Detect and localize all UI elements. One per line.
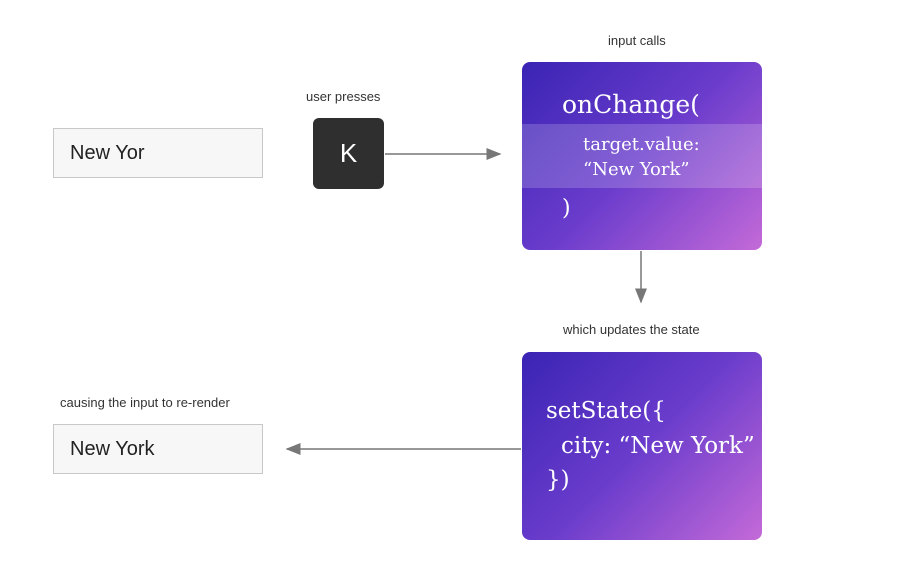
setstate-line-3: }): [546, 467, 570, 493]
setstate-line-1: setState({: [546, 398, 666, 424]
onchange-line-1: onChange(: [562, 90, 700, 119]
caption-user-presses: user presses: [306, 89, 381, 104]
caption-input-calls: input calls: [608, 33, 666, 48]
onchange-line-4: ): [562, 196, 571, 221]
setstate-code-card: setState({ city: “New York” }): [522, 352, 762, 540]
keyboard-key-label: K: [339, 138, 358, 168]
text-input-after-value: New York: [70, 437, 155, 460]
caption-which-updates-state: which updates the state: [563, 322, 700, 337]
onchange-highlight-band: [522, 124, 762, 188]
text-input-before-value: New Yor: [70, 141, 145, 164]
onchange-line-2: target.value:: [583, 134, 700, 155]
onchange-line-3: “New York”: [583, 159, 690, 180]
keyboard-key-k: K: [313, 118, 384, 189]
onchange-code-card: onChange( target.value: “New York” ): [522, 62, 762, 250]
setstate-line-2: city: “New York”: [561, 433, 755, 459]
text-input-after[interactable]: New York: [53, 424, 263, 474]
text-input-before[interactable]: New Yor: [53, 128, 263, 178]
caption-causing-rerender: causing the input to re-render: [60, 395, 230, 410]
